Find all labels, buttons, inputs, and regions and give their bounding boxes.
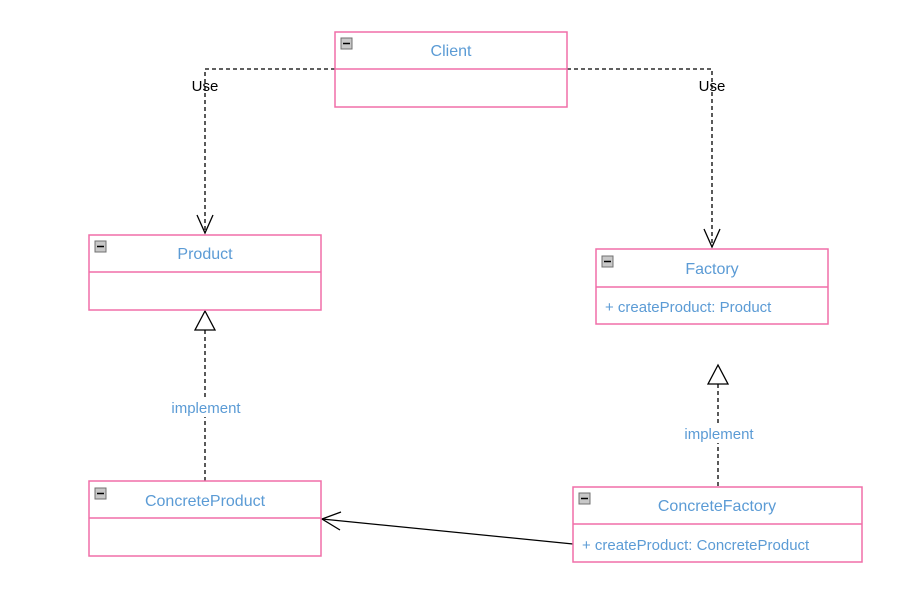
class-client[interactable]: Client [334,31,568,108]
open-arrow-head [196,214,214,235]
collapse-icon[interactable] [94,487,107,500]
edge-concreteproduct-product: implement [168,309,244,481]
class-operation: + createProduct: Product [605,299,772,316]
class-concrete-product[interactable]: ConcreteProduct [88,480,322,557]
collapse-icon[interactable] [578,492,591,505]
class-operation: + createProduct: ConcreteProduct [582,537,810,554]
class-name: Client [431,43,472,60]
open-arrow-head [703,228,721,249]
collapse-icon[interactable] [601,255,614,268]
edge-label: implement [171,400,241,417]
class-name: ConcreteProduct [145,493,266,510]
class-name: ConcreteFactory [658,498,776,515]
collapse-icon[interactable] [340,37,353,50]
open-arrow-head [320,511,342,531]
realization-arrow-head [706,363,730,385]
edge-label: implement [684,426,754,443]
edge-label: Use [699,78,726,95]
edge-client-product: Use [192,68,335,235]
class-concrete-factory[interactable]: ConcreteFactory + createProduct: Concret… [572,486,863,563]
class-name: Product [177,246,233,263]
realization-arrow-head [193,309,217,331]
edge-concretefactory-concreteproduct [320,511,574,545]
class-factory[interactable]: Factory + createProduct: Product [595,248,829,325]
class-name: Factory [685,261,738,278]
edge-concretefactory-factory: implement [681,363,757,487]
edge-client-factory: Use [567,68,726,249]
collapse-icon[interactable] [94,240,107,253]
class-product[interactable]: Product [88,234,322,311]
edge-label: Use [192,78,219,95]
